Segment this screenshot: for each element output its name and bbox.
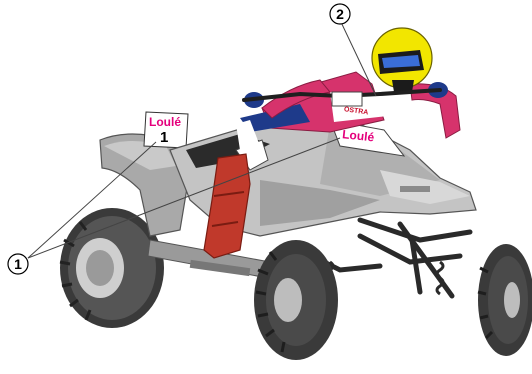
rear-plate-text: Loulé [149, 115, 181, 129]
rear-plate-number: 1 [160, 129, 168, 146]
callout-1-label: 1 [14, 256, 22, 272]
handlebar-pad [332, 92, 362, 106]
callout-1: 1 [8, 254, 28, 274]
helmet [372, 28, 432, 92]
callout-2: 2 [330, 4, 350, 24]
shock-absorber [327, 262, 443, 294]
front-left-wheel [254, 240, 338, 360]
front-right-wheel [478, 244, 532, 356]
rear-number-plate: Loulé 1 [144, 112, 188, 148]
callout-2-label: 2 [336, 6, 344, 22]
